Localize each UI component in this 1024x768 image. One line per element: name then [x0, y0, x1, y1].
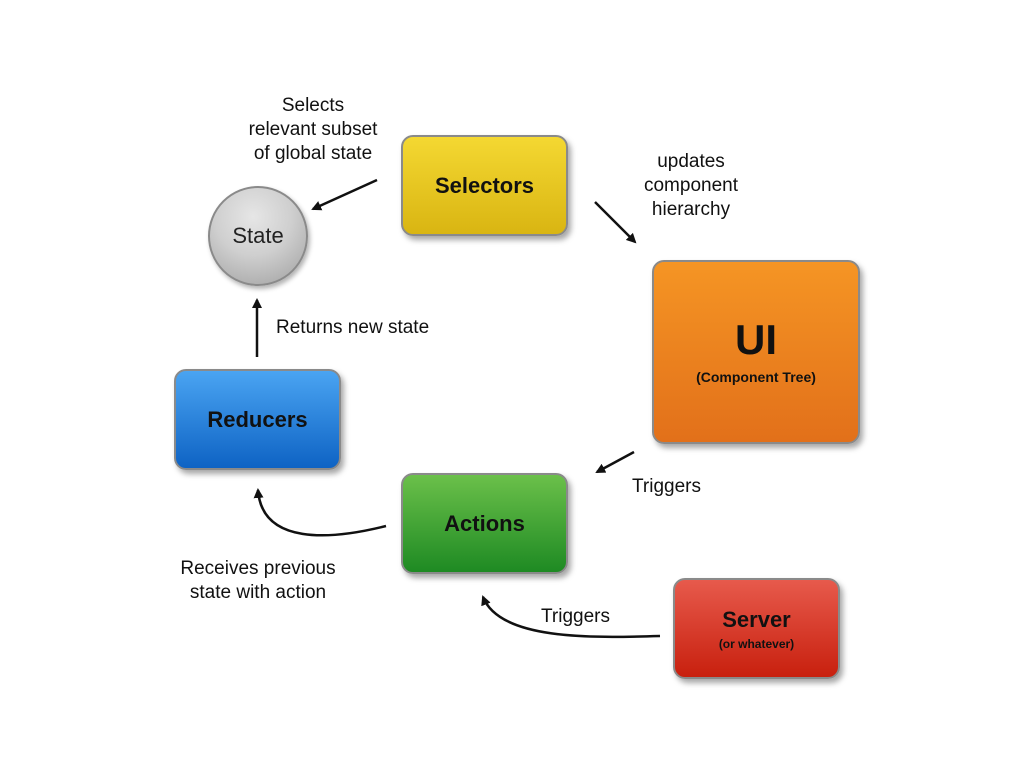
receives-line: Receives previous: [180, 558, 336, 579]
receives-label: Receives previous state with action: [168, 557, 348, 605]
ui-subtitle: (Component Tree): [696, 369, 816, 385]
updates-line: hierarchy: [651, 199, 731, 220]
reducers-node: Reducers: [174, 369, 341, 470]
arrow-selectors-to-ui: [594, 201, 637, 244]
state-node: State: [208, 186, 308, 286]
selects-line: of global state: [253, 143, 373, 164]
triggers-ui-label: Triggers: [632, 476, 701, 497]
selects-line: relevant subset: [248, 119, 378, 140]
server-node: Server (or whatever): [673, 578, 840, 679]
server-title: Server: [722, 606, 791, 632]
selects-label: Selects relevant subset of global state: [232, 94, 394, 166]
state-label: State: [232, 223, 284, 248]
updates-label: updates component hierarchy: [616, 150, 766, 222]
receives-line: state with action: [189, 582, 327, 603]
arrow-actions-to-reducers: [253, 488, 387, 537]
returns-new-state-label: Returns new state: [276, 317, 430, 338]
ui-node: UI (Component Tree): [652, 260, 860, 444]
arrow-selectors-to-state: [311, 178, 378, 211]
selectors-label: Selectors: [434, 172, 535, 198]
selectors-node: Selectors: [401, 135, 568, 236]
updates-line: component: [643, 175, 738, 196]
triggers-server-label: Triggers: [541, 606, 610, 627]
arrow-server-to-actions: [481, 595, 661, 639]
reducers-label: Reducers: [207, 406, 308, 432]
actions-node: Actions: [401, 473, 568, 574]
server-subtitle: (or whatever): [718, 636, 795, 651]
ui-title: UI: [735, 316, 777, 363]
updates-line: updates: [657, 151, 725, 172]
selects-line: Selects: [281, 95, 345, 116]
arrow-ui-to-actions: [595, 450, 635, 474]
actions-label: Actions: [444, 510, 525, 536]
